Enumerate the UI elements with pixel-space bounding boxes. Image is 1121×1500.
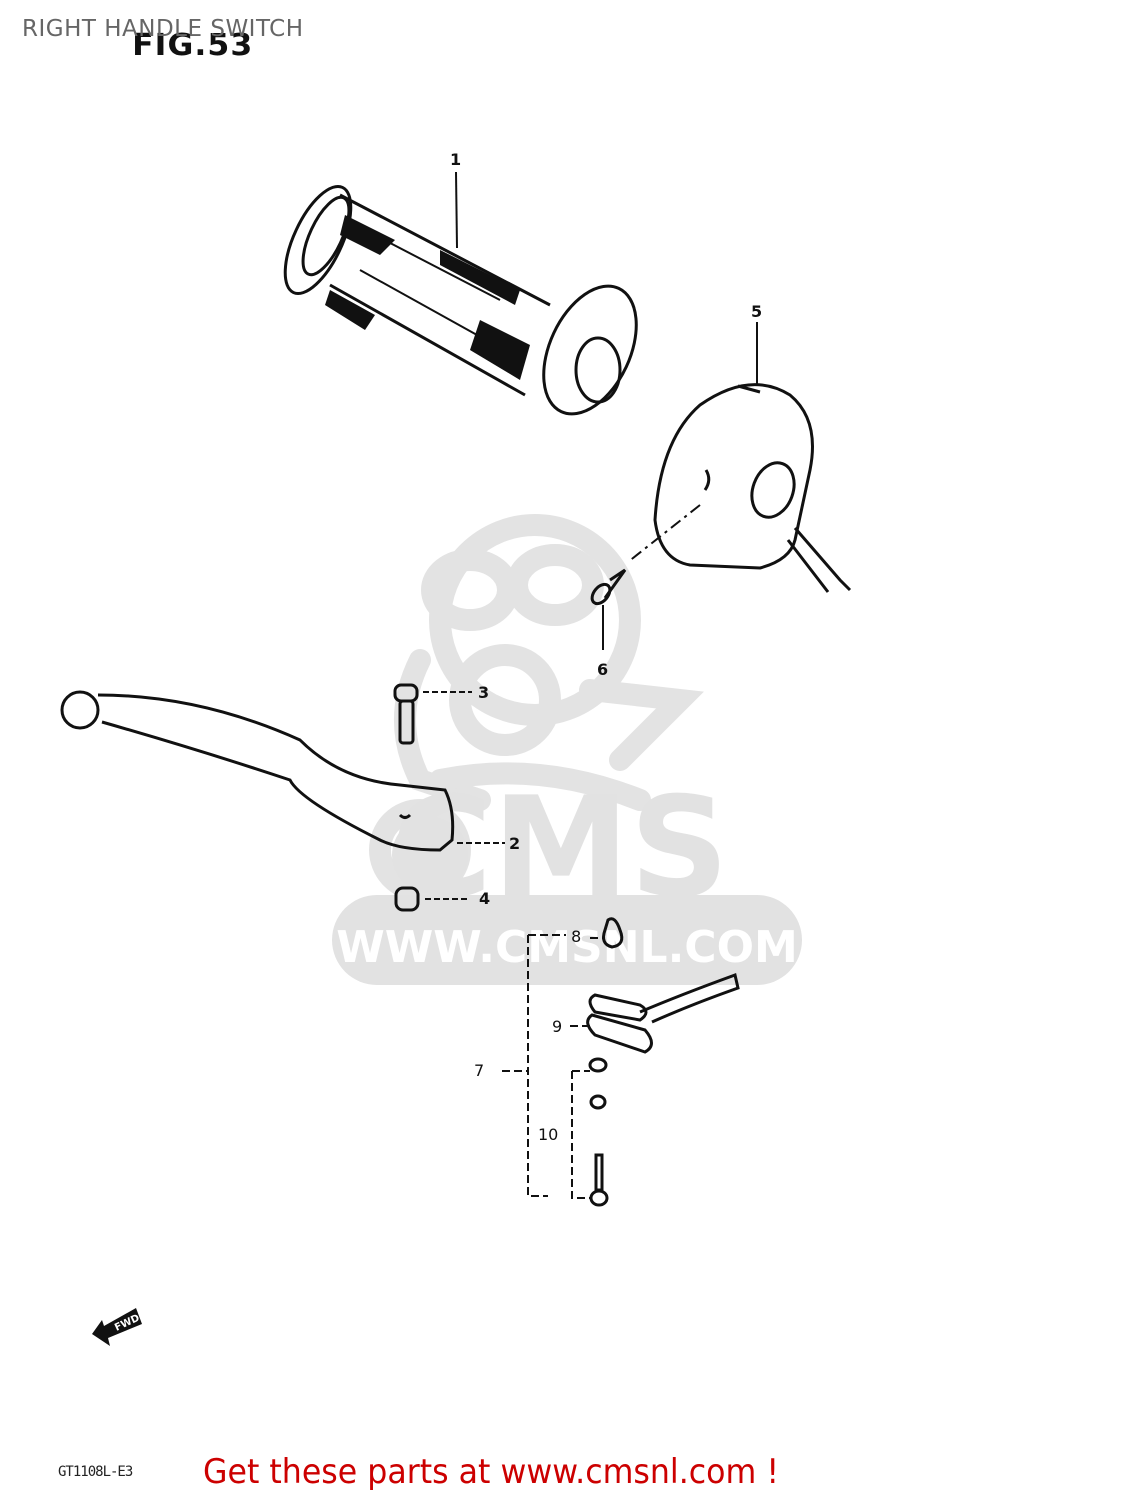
nut-part — [394, 886, 420, 912]
callout-4: 4 — [479, 889, 491, 908]
callout-9: 9 — [552, 1017, 563, 1036]
brake-switch-part — [586, 917, 740, 1207]
grip-part — [283, 184, 638, 416]
callout-6: 6 — [597, 660, 609, 679]
callout-1: 1 — [450, 150, 462, 169]
callout-3: 3 — [478, 683, 490, 702]
bolt-part — [393, 683, 419, 745]
forward-arrow-icon: FWD — [92, 1308, 142, 1346]
figure-label: FIG.53 — [132, 28, 254, 63]
callout-5: 5 — [751, 302, 763, 321]
callout-7: 7 — [474, 1061, 485, 1080]
brake-lever-part — [60, 690, 455, 852]
switch-housing-part — [653, 383, 852, 593]
callout-10: 10 — [538, 1125, 559, 1144]
watermark-banner — [332, 895, 802, 985]
get-parts-link[interactable]: Get these parts at www.cmsnl.com ! — [203, 1452, 780, 1492]
diagram-code: GT1108L-E3 — [58, 1464, 133, 1480]
screw-part — [590, 568, 627, 606]
watermark-url: WWW.CMSNL.COM — [336, 922, 798, 973]
callout-8: 8 — [571, 927, 582, 946]
callout-2: 2 — [509, 834, 521, 853]
page-title: RIGHT HANDLE SWITCH — [22, 16, 304, 42]
